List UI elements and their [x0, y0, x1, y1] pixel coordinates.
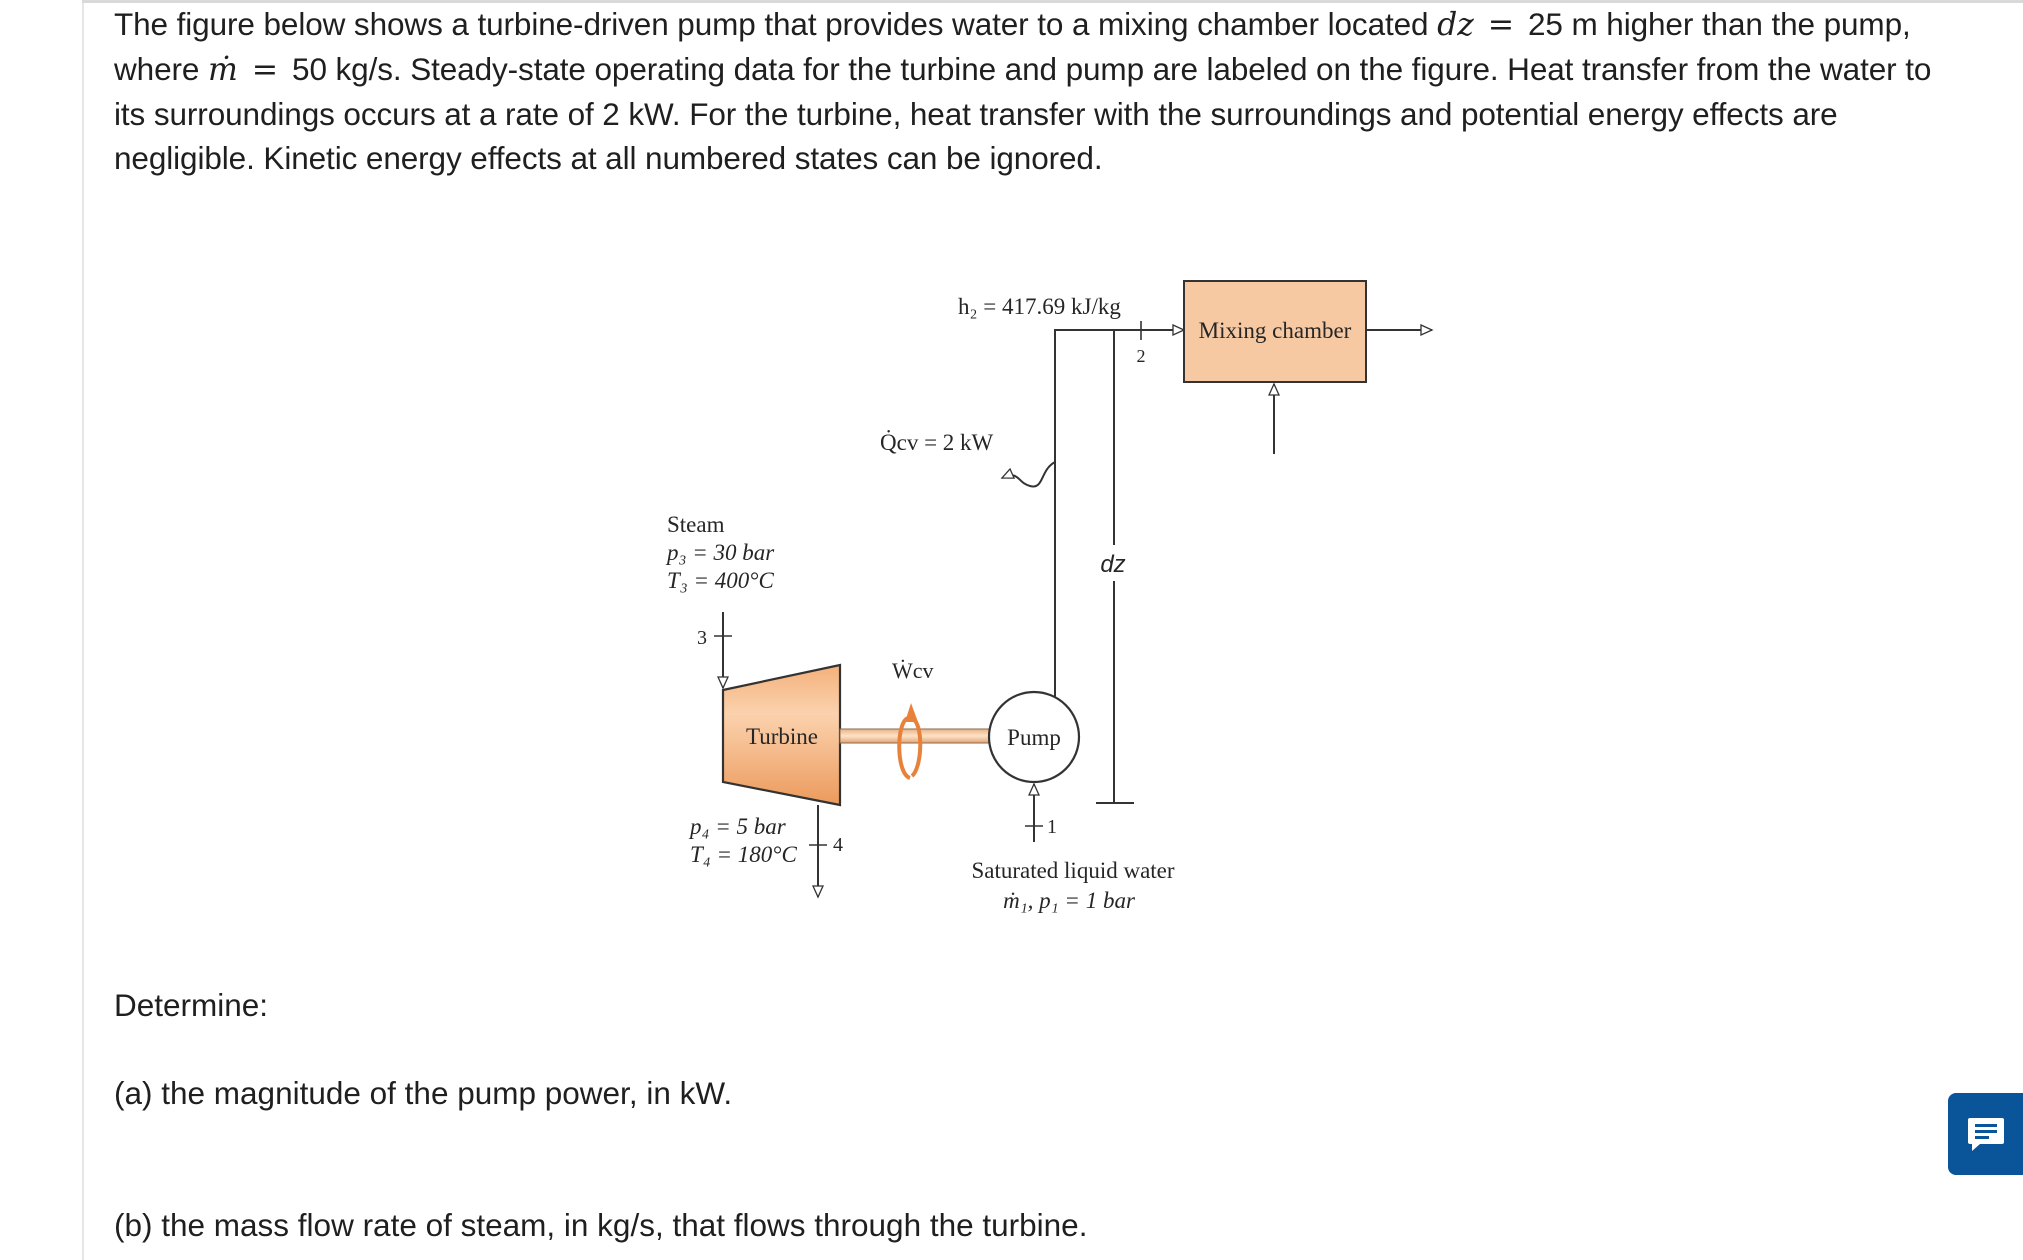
rotation-arrow-lower-icon	[910, 716, 923, 778]
h2-label: h₂ = 417.69 kJ/kg	[958, 294, 1121, 319]
dz-label-bg	[1094, 545, 1134, 581]
dz-symbol: dz	[1437, 7, 1474, 43]
chat-widget-button[interactable]	[1948, 1093, 2023, 1175]
qcv-label: Q̇cv = 2 kW	[880, 430, 994, 455]
p3-label: p₃ = 30 bar	[665, 540, 775, 565]
saturated-liquid-label: Saturated liquid water	[971, 858, 1174, 883]
state-4-label: 4	[833, 834, 843, 856]
shaft	[839, 728, 991, 744]
problem-statement: The figure below shows a turbine-driven …	[114, 2, 1994, 180]
wcv-label: Ẇcv	[892, 658, 934, 683]
problem-line-3: its surroundings occurs at a rate of 2 k…	[114, 96, 1838, 132]
equals-sign-2: =	[251, 52, 279, 88]
mdot-symbol: ṁ	[207, 52, 238, 88]
state-1-label: 1	[1047, 816, 1057, 838]
equals-sign: =	[1487, 7, 1514, 43]
turbine-label: Turbine	[746, 724, 818, 749]
steam-label: Steam	[667, 512, 725, 537]
heat-transfer-squiggle	[1000, 461, 1056, 488]
problem-line-1: The figure below shows a turbine-driven …	[114, 6, 1911, 43]
determine-heading: Determine:	[114, 987, 269, 1023]
dz-label: dz	[1100, 551, 1125, 578]
pump-label: Pump	[1007, 725, 1061, 750]
part-b-question: (b) the mass flow rate of steam, in kg/s…	[114, 1207, 1088, 1243]
part-a-question: (a) the magnitude of the pump power, in …	[114, 1075, 733, 1111]
p4-label: p₄ = 5 bar	[688, 814, 787, 839]
mixing-chamber-label: Mixing chamber	[1199, 318, 1352, 343]
problem-line-2: where ṁ=50 kg/s. Steady-state operating …	[114, 51, 1932, 88]
content-left-border	[82, 0, 84, 1260]
t3-label: T₃ = 400°C	[667, 568, 775, 593]
turbine-body	[721, 663, 842, 807]
state-2-label: 2	[1137, 346, 1146, 366]
pump-outlet-pipe	[1054, 323, 1186, 697]
t4-label: T₄ = 180°C	[690, 842, 798, 867]
state-1-props-label: ṁ₁, p₁ = 1 bar	[1003, 888, 1136, 913]
chat-icon	[1967, 1118, 2004, 1151]
rotation-arrow-icon	[897, 716, 912, 780]
state-3-label: 3	[697, 627, 707, 649]
pump-body	[987, 690, 1081, 784]
content-top-border	[82, 0, 2023, 3]
rotation-arrow-head-icon	[905, 703, 918, 722]
problem-line-4: negligible. Kinetic energy effects at al…	[114, 140, 1103, 176]
mixing-chamber-box	[1183, 280, 1367, 383]
